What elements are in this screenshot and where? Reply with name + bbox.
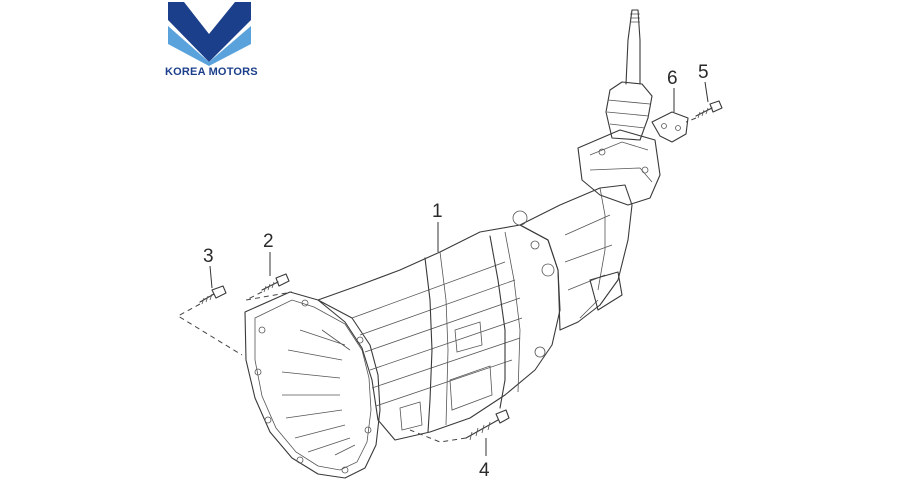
bolt-4-attachment-line bbox=[409, 429, 467, 443]
bell-housing-flange-inner bbox=[254, 299, 372, 471]
main-case-band-edge bbox=[439, 231, 521, 426]
bolt-3 bbox=[199, 285, 227, 305]
main-case-band bbox=[489, 235, 506, 409]
shift-tower-base-detail bbox=[589, 141, 653, 183]
callout-2: 2 bbox=[263, 231, 274, 252]
callout-3: 3 bbox=[203, 246, 214, 267]
shift-tower-bolt bbox=[641, 166, 649, 174]
bolt-5-attachment-line bbox=[685, 117, 697, 123]
flange-hole bbox=[264, 416, 272, 424]
callout-5: 5 bbox=[698, 62, 709, 83]
bolt-5 bbox=[695, 100, 723, 119]
logo-text: KOREA MOTORS bbox=[165, 66, 258, 78]
logo-mark-left bbox=[168, 2, 209, 62]
flange-hole bbox=[364, 426, 372, 434]
shift-tower-base bbox=[577, 129, 661, 206]
bolt-4 bbox=[465, 409, 510, 441]
shift-boot-folds bbox=[606, 99, 651, 129]
flange-hole bbox=[301, 299, 309, 307]
bell-housing-flange bbox=[244, 291, 381, 479]
extension-housing-details bbox=[564, 187, 613, 319]
bracket-6 bbox=[651, 111, 689, 143]
main-case-ribs bbox=[351, 261, 523, 407]
bolt-3-attachment-line bbox=[176, 303, 243, 356]
flange-hole bbox=[341, 466, 349, 474]
transmission-assembly bbox=[244, 9, 661, 479]
callout-4: 4 bbox=[479, 460, 490, 481]
extension-tail bbox=[589, 271, 623, 311]
main-case-band bbox=[424, 257, 433, 433]
shift-tower-bolt bbox=[598, 148, 606, 156]
logo-mark-right bbox=[209, 2, 251, 62]
logo-mark-left-light bbox=[168, 26, 209, 66]
leader-line-5 bbox=[704, 81, 709, 103]
leader-line-3 bbox=[209, 265, 213, 289]
flange-hole bbox=[258, 326, 266, 334]
flange-hole bbox=[254, 368, 262, 376]
bell-housing-ribs bbox=[281, 329, 356, 456]
extension-housing bbox=[519, 184, 633, 331]
extension-boss bbox=[541, 263, 555, 277]
callout-6: 6 bbox=[667, 68, 678, 89]
flange-hole bbox=[296, 456, 304, 464]
bolt-2-attachment-line bbox=[245, 291, 293, 301]
shift-lever-thread bbox=[630, 13, 640, 23]
main-case-details bbox=[399, 321, 493, 431]
extension-boss bbox=[530, 240, 540, 250]
bolt-2 bbox=[261, 273, 290, 293]
shift-boot bbox=[605, 81, 653, 141]
logo-mark-right-light bbox=[209, 26, 251, 66]
main-case bbox=[317, 224, 561, 441]
korea-motors-logo bbox=[168, 2, 251, 66]
shift-lever bbox=[625, 9, 641, 85]
callout-1: 1 bbox=[432, 201, 443, 222]
extension-boss bbox=[512, 210, 528, 226]
drain-plug bbox=[534, 346, 546, 358]
